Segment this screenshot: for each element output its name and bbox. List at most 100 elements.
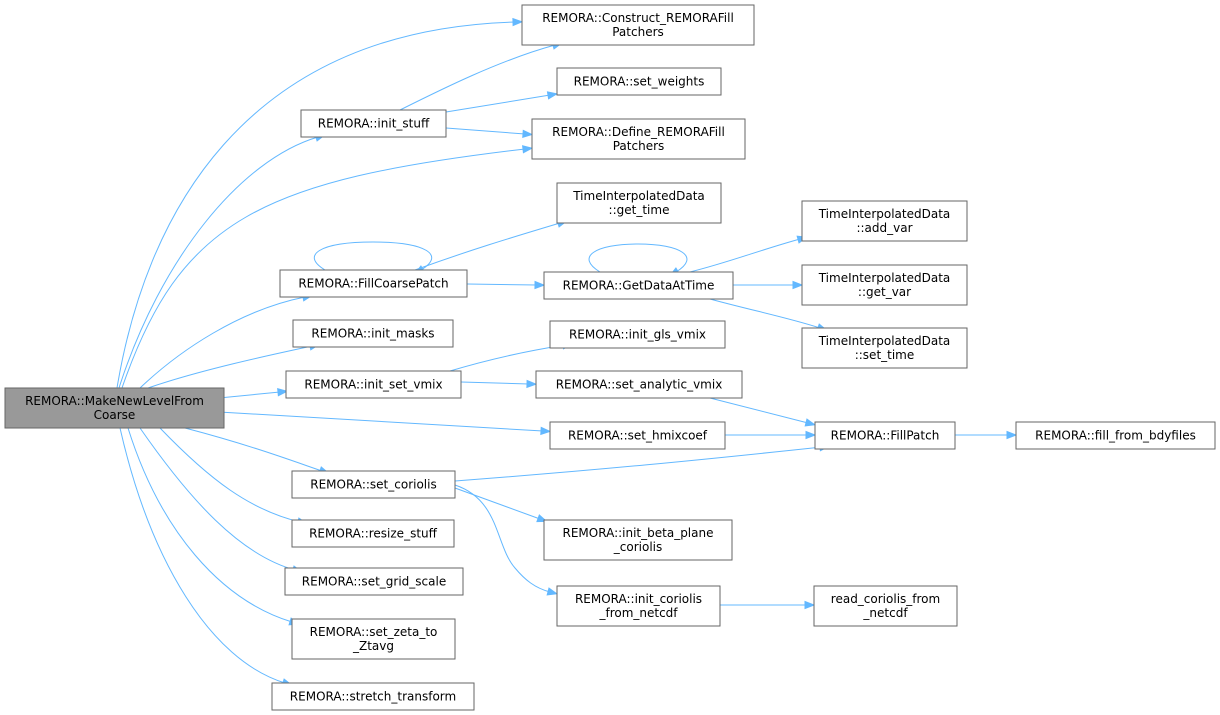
node-label: ::add_var [856,221,912,235]
node-label: ::get_time [609,203,670,217]
arrowhead [546,91,559,100]
node-set_coriolis[interactable]: REMORA::set_coriolis [291,470,456,499]
edge-fillpatch-to-fill_bdy [955,430,1018,440]
node-label: REMORA::init_coriolis [575,592,702,606]
node-label: _from_netcdf [598,606,678,620]
edge-init_stuff-to-construct [399,41,564,111]
node-init_cor_nc[interactable]: REMORA::init_coriolis_from_netcdf [556,585,721,627]
edge-root-to-set_coriolis [184,427,330,475]
node-label: Coarse [94,408,136,422]
node-get_time[interactable]: TimeInterpolatedData::get_time [556,182,722,224]
edge-line [689,238,801,273]
node-box [549,320,726,349]
node-box [535,370,743,399]
node-box [4,387,225,429]
node-read_cor[interactable]: read_coriolis_from_netcdf [813,585,958,627]
node-label: REMORA::set_grid_scale [302,575,446,589]
node-label: ::get_var [858,285,911,299]
node-init_set_vmix[interactable]: REMORA::init_set_vmix [285,370,462,399]
node-fillcoarse[interactable]: REMORA::FillCoarsePatch [279,269,468,298]
node-label: ::set_time [855,348,915,362]
node-box [814,421,956,450]
node-label: _Ztavg [352,639,394,653]
node-resize[interactable]: REMORA::resize_stuff [291,519,455,548]
node-label: REMORA::init_stuff [318,117,430,131]
node-box [521,4,755,46]
arrowhead [522,145,534,154]
edge-init_cor_nc-to-read_cor [720,600,816,610]
node-label: TimeInterpolatedData [818,334,951,348]
node-getdata[interactable]: REMORA::GetDataAtTime [543,271,734,300]
arrowhead [804,600,816,610]
node-label: TimeInterpolatedData [572,189,705,203]
edge-init_stuff-to-define [445,127,534,139]
node-label: TimeInterpolatedData [818,271,951,285]
node-label: REMORA::init_gls_vmix [569,328,706,342]
node-box [291,618,456,660]
node-fill_bdy[interactable]: REMORA::fill_from_bdyfiles [1015,421,1216,450]
node-label: _coriolis [613,540,662,554]
node-box [556,182,722,224]
edge-init_set_vmix-to-set_analytic [460,379,538,389]
edge-line [147,345,313,389]
node-add_var[interactable]: TimeInterpolatedData::add_var [801,200,968,242]
node-label: read_coriolis_from [831,592,940,606]
node-init_gls[interactable]: REMORA::init_gls_vmix [549,320,726,349]
node-init_masks[interactable]: REMORA::init_masks [292,319,454,348]
edge-getdata-to-get_var [733,280,804,290]
node-fillpatch[interactable]: REMORA::FillPatch [814,421,956,450]
edge-init_stuff-to-set_weights [445,91,559,113]
edge-getdata-to-getdata [588,243,688,277]
node-box [801,200,968,242]
edge-line [313,241,433,271]
edge-line [449,344,566,372]
edge-set_coriolis-to-init_cor_nc [454,484,559,596]
node-box [271,682,475,711]
edge-root-to-stretch [119,427,294,687]
node-box [291,470,456,499]
node-label: REMORA::GetDataAtTime [563,279,715,293]
arrowhead [522,129,534,139]
edge-line [399,44,556,111]
node-get_var[interactable]: TimeInterpolatedData::get_var [801,264,968,306]
edge-line [454,446,823,482]
edge-line [139,296,306,389]
node-box [300,109,447,138]
node-box [1015,421,1216,450]
node-label: REMORA::FillPatch [831,429,940,443]
edge-line [127,427,293,623]
edge-set_hmix-to-fillpatch [725,430,817,440]
edge-fillcoarse-to-get_time [414,219,569,271]
node-label: REMORA::Define_REMORAFill [552,125,725,139]
node-set_hmix[interactable]: REMORA::set_hmixcoef [549,421,726,450]
edge-root-to-set_zeta [127,427,301,626]
edge-line [454,487,541,520]
arrowhead [546,587,559,596]
node-set_zeta[interactable]: REMORA::set_zeta_to_Ztavg [291,618,456,660]
edge-fillcoarse-to-fillcoarse [313,241,433,275]
node-set_analytic[interactable]: REMORA::set_analytic_vmix [535,370,743,399]
arrowhead [277,388,289,397]
node-set_weights[interactable]: REMORA::set_weights [556,67,722,96]
node-init_stuff[interactable]: REMORA::init_stuff [300,109,447,138]
node-set_time[interactable]: TimeInterpolatedData::set_time [801,327,968,369]
node-label: REMORA::init_masks [311,327,434,341]
edge-set_coriolis-to-init_beta [454,487,548,523]
edge-root-to-init_set_vmix [218,388,289,399]
node-box [549,421,726,450]
arrowhead [512,17,524,27]
node-label: REMORA::resize_stuff [309,527,438,541]
node-stretch[interactable]: REMORA::stretch_transform [271,682,475,711]
edge-line [119,427,286,684]
node-label: REMORA::FillCoarsePatch [298,277,448,291]
edge-line [218,391,281,399]
node-box [556,585,721,627]
node-set_grid[interactable]: REMORA::set_grid_scale [284,567,464,596]
node-box [543,519,733,561]
node-init_beta[interactable]: REMORA::init_beta_plane_coriolis [543,519,733,561]
